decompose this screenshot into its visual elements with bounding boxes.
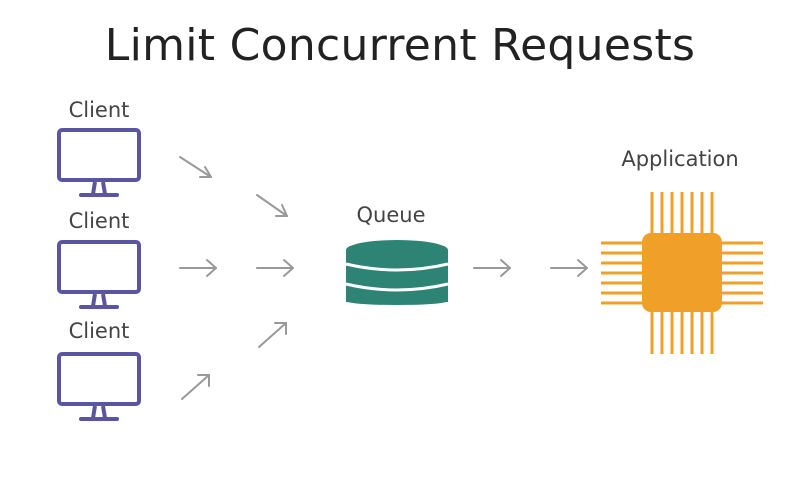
client-label-2: Client	[68, 209, 130, 233]
monitor-icon	[57, 128, 141, 197]
arrow-icon	[181, 374, 210, 400]
client-label-3: Client	[68, 319, 130, 343]
client-monitor-3	[57, 352, 141, 421]
arrow-icon	[179, 156, 212, 178]
monitor-icon	[57, 240, 141, 309]
arrow-icon	[473, 259, 511, 277]
arrow-icon	[179, 259, 217, 277]
application-label: Application	[621, 147, 739, 171]
arrow-icon	[256, 259, 294, 277]
monitor-icon	[57, 352, 141, 421]
application-chip	[601, 192, 763, 354]
queue-database	[345, 240, 449, 305]
cpu-chip-icon	[601, 192, 763, 354]
client-monitor-2	[57, 240, 141, 309]
arrow-icon	[256, 194, 288, 217]
arrow-icon	[550, 259, 588, 277]
diagram-title: Limit Concurrent Requests	[104, 20, 696, 71]
arrow-icon	[258, 322, 287, 348]
database-icon	[345, 240, 449, 305]
queue-label: Queue	[356, 203, 426, 227]
client-monitor-1	[57, 128, 141, 197]
client-label-1: Client	[68, 98, 130, 122]
